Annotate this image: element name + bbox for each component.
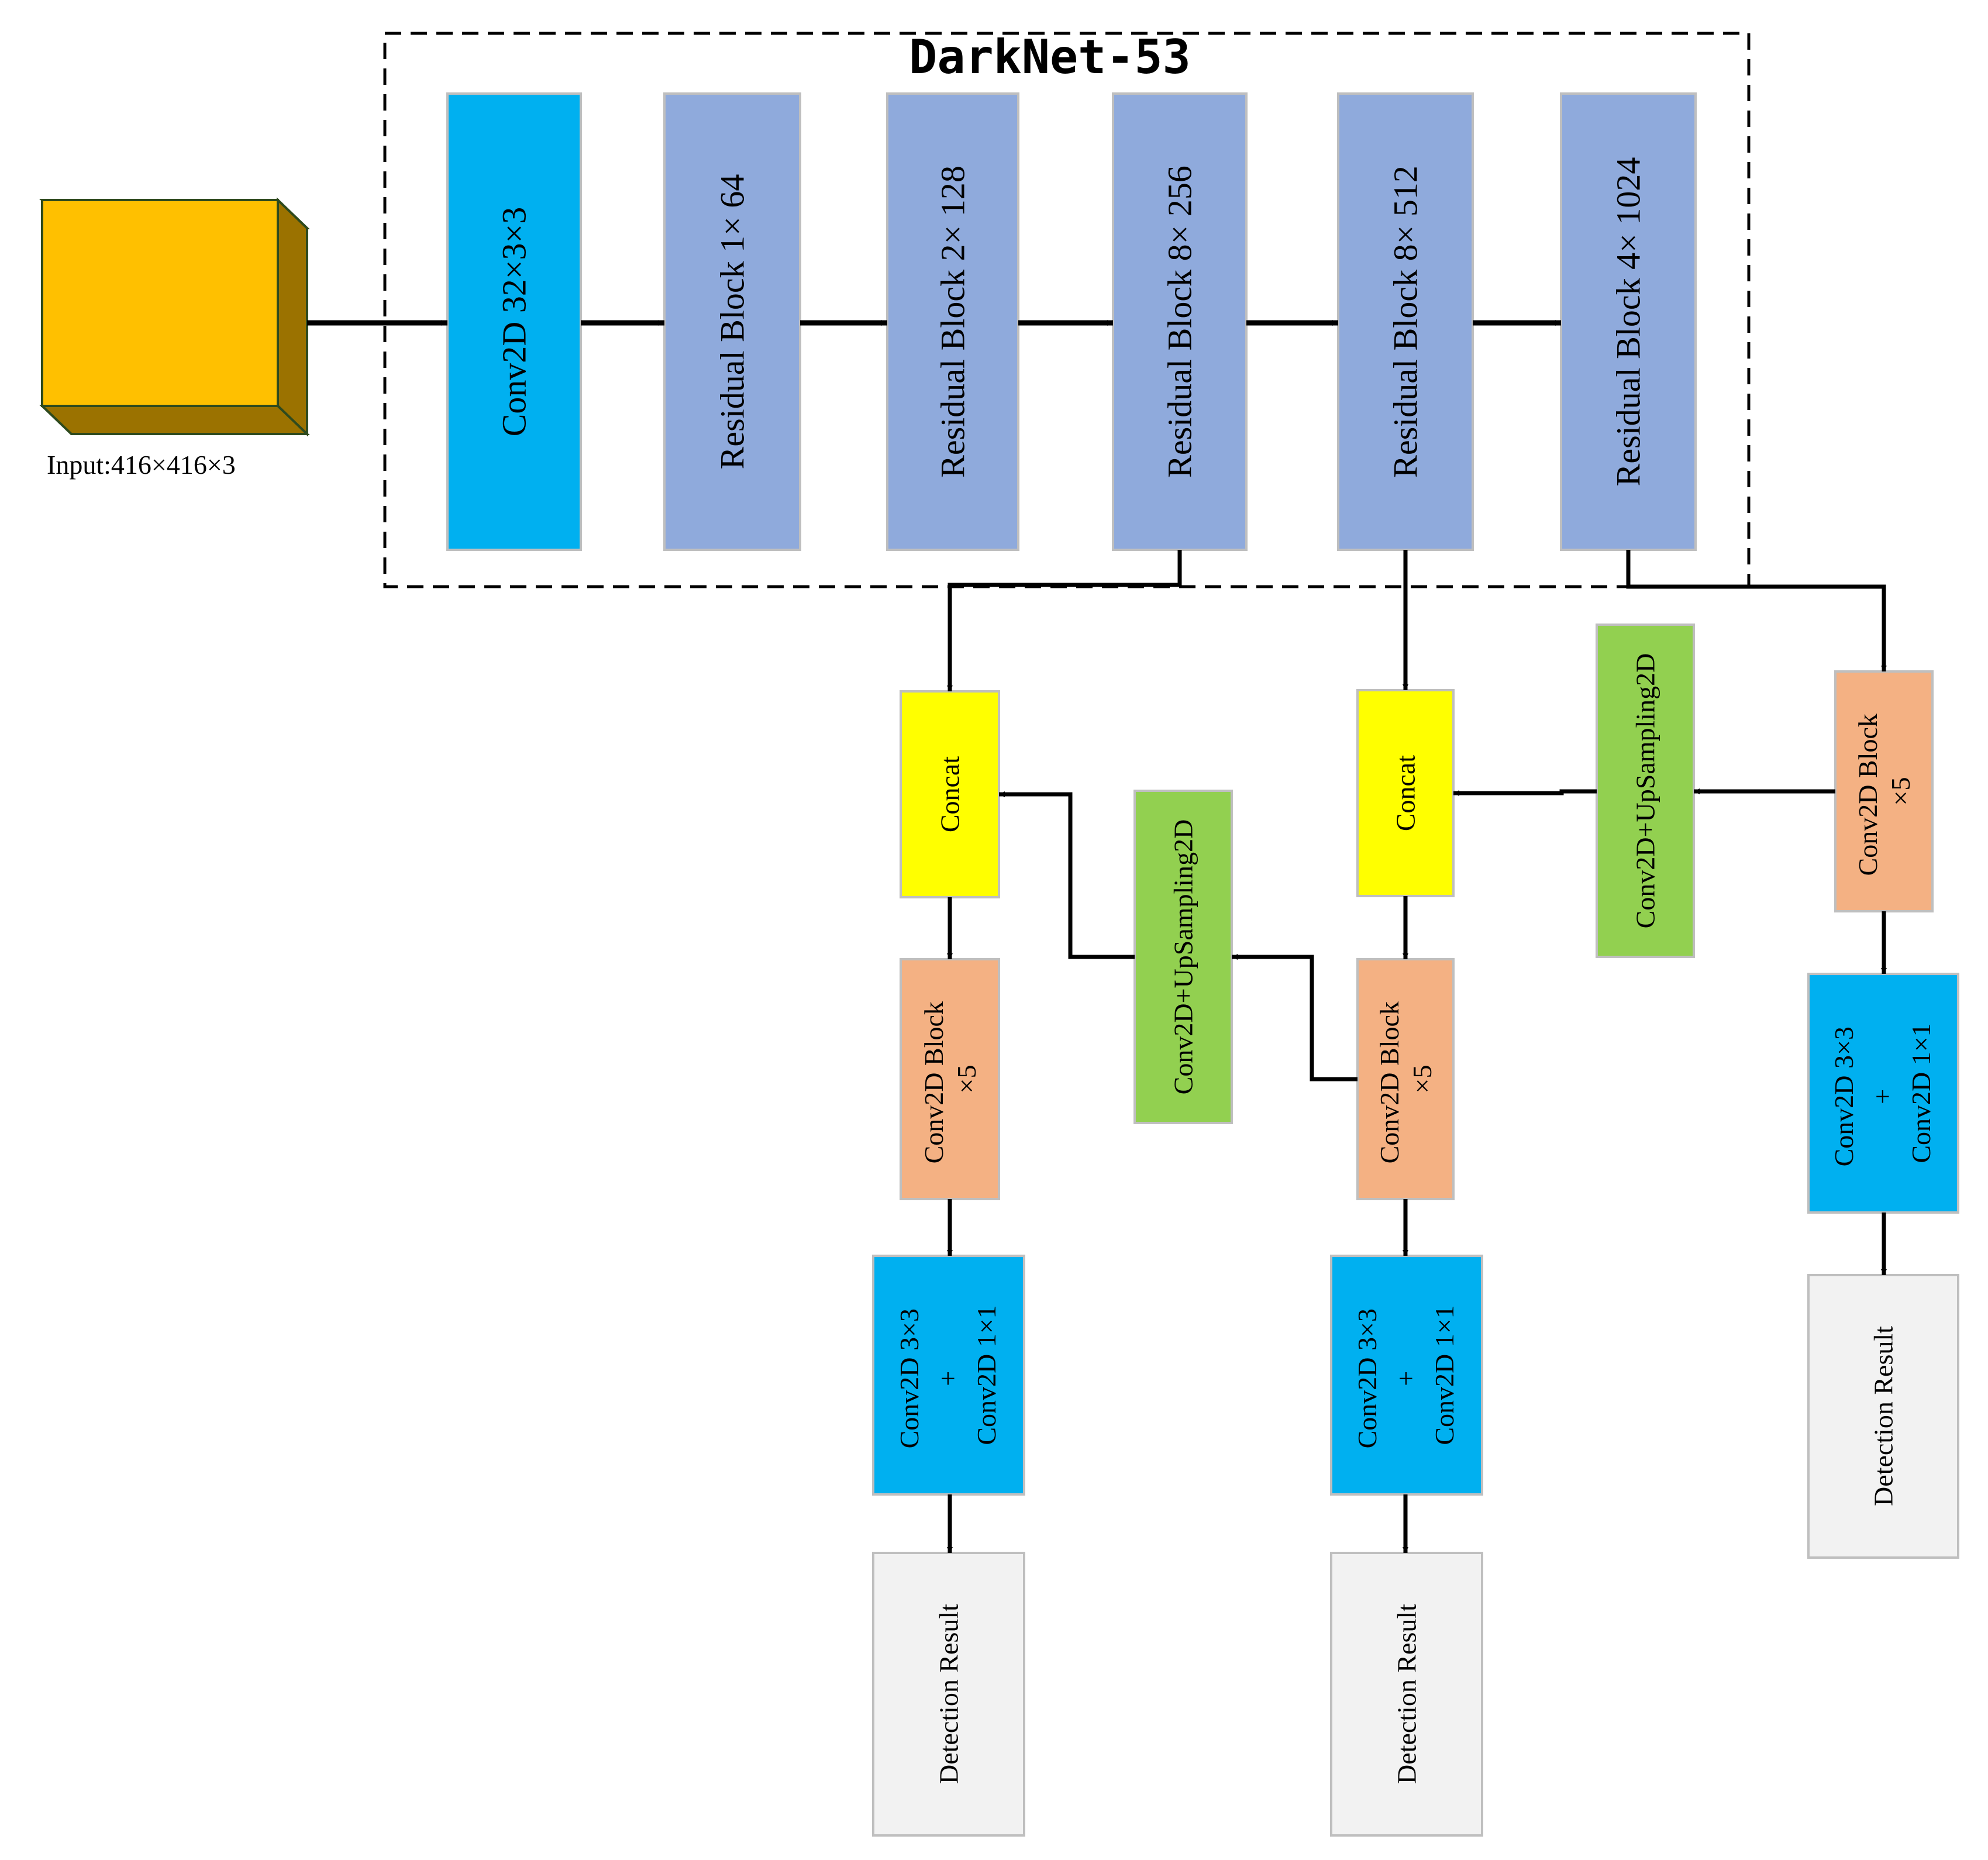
arrow-conv-block-middle-to-upsample: [1232, 954, 1358, 1081]
input-cube-side: [277, 197, 308, 437]
conv-block-label-middle: Conv2D Block ×5: [1374, 995, 1437, 1164]
residual-block-1024-box: [1560, 92, 1697, 551]
detect-conv-label-middle: Conv2D 3×3 + Conv2D 1×1: [1352, 1302, 1459, 1449]
arrow-res1024-to-conv-block-right: [1626, 550, 1887, 671]
upsample-box-left: [1133, 790, 1233, 1124]
detect-conv-label-right: Conv2D 3×3 + Conv2D 1×1: [1829, 1020, 1936, 1167]
conv-block-label-left: Conv2D Block ×5: [919, 995, 981, 1164]
conv-block-box-middle: [1356, 958, 1455, 1200]
residual-block-1024-label: Residual Block 4× 1024: [1610, 157, 1648, 487]
upsample-label-right: Conv2D+UpSampling2D: [1631, 653, 1660, 929]
detection-result-box-left: [872, 1552, 1025, 1837]
detect-conv-box-left: [872, 1255, 1025, 1496]
residual-block-128-box: [886, 92, 1019, 551]
detection-result-label-right: Detection Result: [1869, 1326, 1899, 1506]
conv-block-box-left: [900, 958, 1000, 1200]
darknet-title: DarkNet-53: [909, 30, 1191, 84]
upsample-label-left: Conv2D+UpSampling2D: [1169, 819, 1198, 1095]
arrow-upsample-to-concat-middle: [1453, 789, 1597, 796]
input-cube-bottom: [39, 405, 310, 435]
input-cube-front: [41, 199, 279, 407]
darknet-53-frame: [383, 32, 1751, 588]
input-tensor: [39, 197, 310, 437]
conv-block-box-right: [1834, 670, 1934, 912]
detection-result-box-middle: [1330, 1552, 1483, 1837]
arrow-upsample-to-concat-left: [999, 791, 1135, 959]
conv2d-32-label: Conv2D 32×3×3: [495, 207, 533, 437]
detect-conv-label-left: Conv2D 3×3 + Conv2D 1×1: [894, 1302, 1001, 1449]
input-label: Input:416×416×3: [47, 450, 236, 480]
detection-result-label-left: Detection Result: [934, 1604, 964, 1784]
upsample-box-right: [1596, 624, 1695, 958]
conv-block-label-right: Conv2D Block ×5: [1853, 707, 1915, 876]
detect-conv-box-middle: [1330, 1255, 1483, 1496]
residual-block-128-label: Residual Block 2× 128: [934, 166, 972, 478]
arrow-res256-to-concat-left: [947, 550, 1182, 691]
residual-block-64-label: Residual Block 1× 64: [714, 174, 752, 470]
detection-result-label-middle: Detection Result: [1392, 1604, 1422, 1784]
concat-label-left: Concat: [935, 756, 965, 833]
residual-block-512-label: Residual Block 8× 512: [1387, 166, 1425, 478]
residual-block-256-box: [1112, 92, 1248, 551]
concat-label-middle: Concat: [1391, 755, 1421, 832]
concat-box-middle: [1356, 689, 1455, 897]
conv2d-32-box: [446, 92, 582, 551]
residual-block-256-label: Residual Block 8× 256: [1161, 166, 1199, 478]
